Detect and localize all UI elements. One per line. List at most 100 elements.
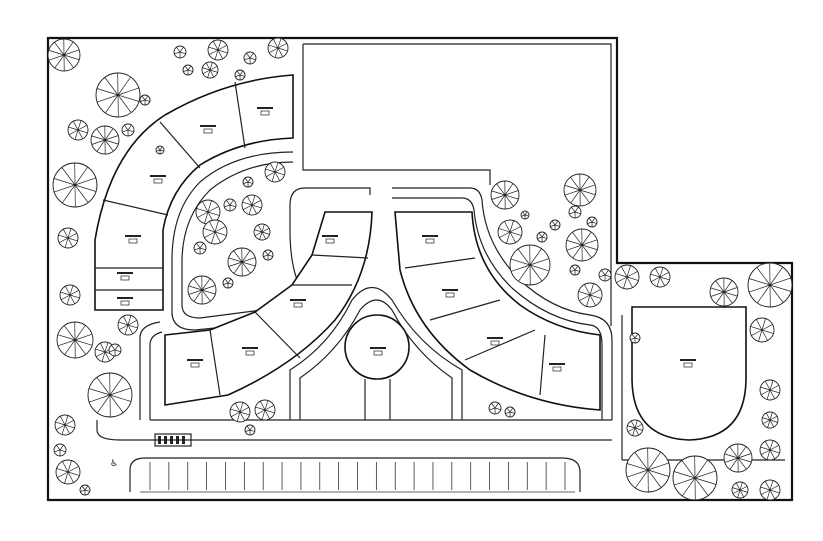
center-plaza-path: [289, 286, 463, 420]
bike-rack-slots: [158, 436, 185, 444]
tree-icon: [629, 332, 641, 344]
room-marker: [680, 359, 696, 368]
tree-icon: [155, 145, 165, 155]
tree-icon: [223, 198, 237, 212]
tree-icon: [79, 484, 91, 496]
room-marker: [442, 289, 458, 298]
tree-icon: [241, 194, 263, 216]
tree-icon: [202, 219, 228, 245]
tree-icon: [54, 414, 76, 436]
tree-icon: [195, 199, 221, 225]
tree-icon: [59, 284, 81, 306]
tree-icon: [614, 264, 640, 290]
tree-icon: [731, 481, 749, 499]
tree-icon: [626, 419, 644, 437]
west-wing: [164, 211, 373, 406]
east-oval-building: [631, 306, 747, 441]
tree-icon: [253, 223, 271, 241]
tree-icon: [586, 216, 598, 228]
tree-icon: [90, 125, 120, 155]
bike-slot: [170, 436, 173, 444]
tree-icon: [625, 447, 671, 493]
accessible-parking-icon: ♿: [110, 459, 118, 469]
west-perimeter-path: [96, 321, 612, 441]
tree-icon: [242, 176, 254, 188]
tree-icon: [536, 231, 548, 243]
bike-slot: [158, 436, 161, 444]
tree-icon: [598, 268, 612, 282]
room-marker: [117, 297, 133, 306]
room-marker: [200, 125, 216, 134]
bike-slot: [176, 436, 179, 444]
north-wing: [94, 74, 294, 311]
tree-icon: [577, 282, 603, 308]
room-marker: [242, 347, 258, 356]
tree-icon: [509, 244, 551, 286]
tree-icon: [193, 241, 207, 255]
tree-icon: [229, 401, 251, 423]
courtyard-path-north: [171, 151, 371, 331]
tree-icon: [672, 455, 718, 501]
tree-icon: [254, 399, 276, 421]
tree-icon: [488, 401, 502, 415]
tree-icon: [520, 210, 530, 220]
tree-icon: [549, 219, 561, 231]
room-marker: [290, 299, 306, 308]
tree-icon: [47, 38, 81, 72]
bike-slot: [164, 436, 167, 444]
room-marker: [322, 235, 338, 244]
tree-icon: [759, 479, 781, 501]
tree-icon: [53, 443, 67, 457]
tree-icon: [182, 64, 194, 76]
tree-icon: [497, 219, 523, 245]
tree-icon: [56, 321, 94, 359]
room-marker: [117, 272, 133, 281]
tree-icon: [749, 317, 775, 343]
tree-icon: [569, 264, 581, 276]
east-wing: [394, 211, 601, 411]
tree-icon: [187, 275, 217, 305]
tree-icon: [234, 69, 246, 81]
tree-icon: [563, 173, 597, 207]
tree-icon: [709, 277, 739, 307]
tree-icon: [173, 45, 187, 59]
tree-icon: [87, 372, 133, 418]
tree-icon: [490, 180, 520, 210]
tree-icon: [227, 247, 257, 277]
room-marker: [487, 337, 503, 346]
tree-icon: [201, 61, 219, 79]
tree-icon: [117, 314, 139, 336]
tree-icon: [67, 119, 89, 141]
tree-icon: [565, 228, 599, 262]
site-boundary: [46, 36, 794, 502]
tree-icon: [761, 411, 779, 429]
tree-icon: [55, 459, 81, 485]
parking-lot: [129, 457, 581, 493]
room-marker: [370, 347, 386, 356]
room-marker: [187, 359, 203, 368]
tree-icon: [264, 161, 286, 183]
tree-icon: [139, 94, 151, 106]
room-marker: [422, 235, 438, 244]
room-marker: [257, 107, 273, 116]
tree-icon: [207, 39, 229, 61]
tree-icon: [52, 162, 98, 208]
tree-icon: [747, 262, 793, 308]
tree-icon: [504, 406, 516, 418]
tree-icon: [723, 443, 753, 473]
room-marker: [125, 235, 141, 244]
room-marker: [549, 363, 565, 372]
tree-icon: [759, 379, 781, 401]
room-marker: [150, 175, 166, 184]
tree-icon: [95, 72, 141, 118]
tree-icon: [649, 266, 671, 288]
tree-icon: [222, 277, 234, 289]
tree-icon: [244, 424, 256, 436]
tree-icon: [57, 227, 79, 249]
tree-icon: [759, 439, 781, 461]
tree-icon: [243, 51, 257, 65]
tree-icon: [262, 249, 274, 261]
tree-icon: [121, 123, 135, 137]
tree-icon: [568, 205, 582, 219]
